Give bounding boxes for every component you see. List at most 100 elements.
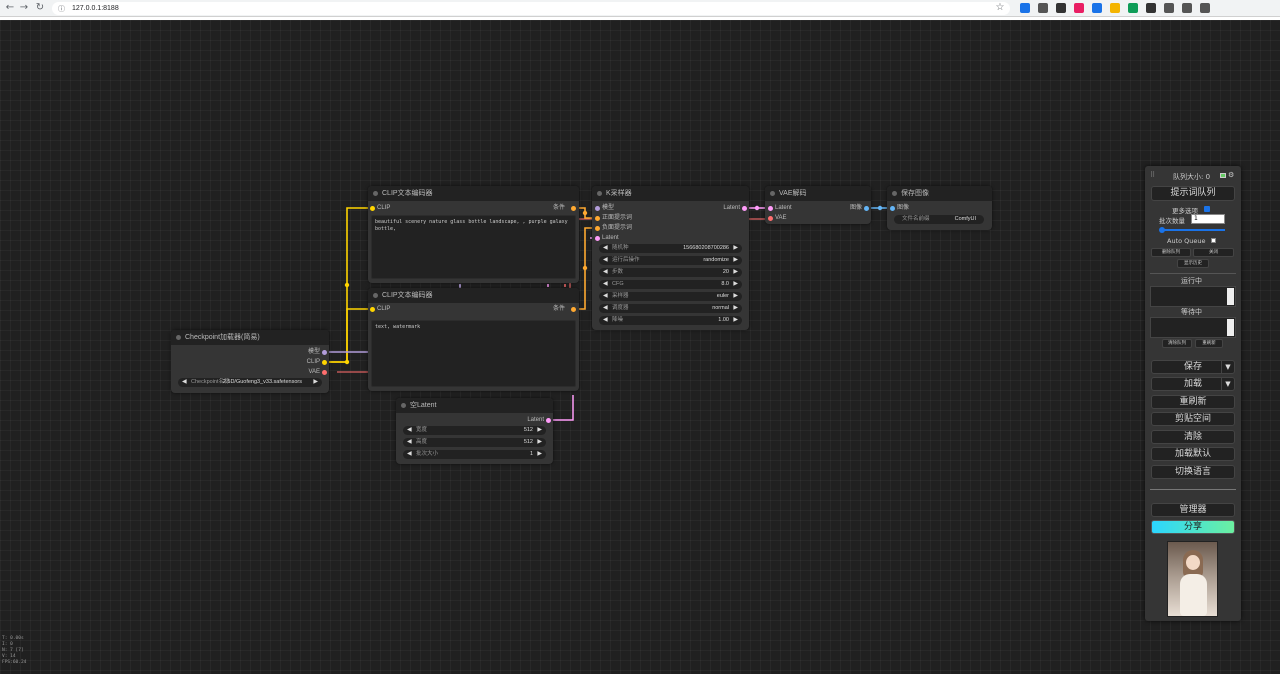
- address-bar[interactable]: 127.0.0.1:8188: [52, 2, 1010, 15]
- clipspace-button[interactable]: 剪贴空间: [1151, 412, 1235, 426]
- back-icon[interactable]: ←: [5, 2, 15, 13]
- chevron-down-icon[interactable]: ▼: [1221, 378, 1234, 390]
- decrement-arrow-icon[interactable]: ◀: [603, 257, 608, 263]
- clear-button[interactable]: 清除: [1151, 430, 1235, 444]
- save-button[interactable]: 保存▼: [1151, 360, 1235, 374]
- increment-arrow-icon[interactable]: ▶: [733, 317, 738, 323]
- reload-icon[interactable]: ↻: [35, 2, 45, 13]
- node-title[interactable]: 保存图像: [887, 186, 992, 201]
- decrement-arrow-icon[interactable]: ◀: [603, 269, 608, 275]
- decrement-arrow-icon[interactable]: ◀: [407, 439, 412, 445]
- close-button[interactable]: 关闭: [1193, 248, 1234, 257]
- scrollbar[interactable]: [1227, 288, 1234, 305]
- increment-arrow-icon[interactable]: ▶: [733, 281, 738, 287]
- share-button[interactable]: 分享: [1151, 520, 1235, 534]
- batch-count-input[interactable]: 1: [1191, 214, 1225, 224]
- decrement-arrow-icon[interactable]: ◀: [407, 427, 412, 433]
- increment-arrow-icon[interactable]: ▶: [313, 379, 318, 385]
- manager-button[interactable]: 管理器: [1151, 503, 1235, 517]
- extension-icon[interactable]: [1038, 3, 1048, 13]
- filename-prefix-input[interactable]: 文件名前缀 ComfyUI: [894, 215, 984, 224]
- delete-queue-button[interactable]: 删除队列: [1151, 248, 1191, 257]
- queue-prompt-button[interactable]: 提示词队列: [1151, 186, 1235, 201]
- chevron-down-icon[interactable]: ▼: [1221, 361, 1234, 373]
- node-title[interactable]: VAE解码: [765, 186, 871, 201]
- decrement-arrow-icon[interactable]: ◀: [603, 317, 608, 323]
- extension-icon[interactable]: [1200, 3, 1210, 13]
- checkpoint-name-combo[interactable]: ◀ Checkpoint名称 2.5D/Guofeng3_v33.safeten…: [178, 378, 322, 387]
- input-slot-clip[interactable]: [370, 206, 375, 211]
- node-title[interactable]: Checkpoint加载器(简易): [171, 330, 329, 345]
- extension-icon[interactable]: [1164, 3, 1174, 13]
- decrement-arrow-icon[interactable]: ◀: [603, 293, 608, 299]
- load-button[interactable]: 加载▼: [1151, 377, 1235, 391]
- image-icon[interactable]: [1220, 173, 1226, 178]
- decrement-arrow-icon[interactable]: ◀: [407, 451, 412, 457]
- extension-icon[interactable]: [1110, 3, 1120, 13]
- drag-handle-icon[interactable]: ⠿: [1150, 171, 1156, 179]
- load-default-button[interactable]: 加载默认: [1151, 447, 1235, 461]
- input-slot-latent[interactable]: [595, 236, 600, 241]
- increment-arrow-icon[interactable]: ▶: [537, 451, 542, 457]
- extension-icon[interactable]: [1182, 3, 1192, 13]
- preview-image[interactable]: [1167, 541, 1218, 617]
- extension-icon[interactable]: [1146, 3, 1156, 13]
- auto-queue-checkbox[interactable]: [1211, 238, 1216, 243]
- node-vae-decode[interactable]: VAE解码 Latent VAE 图像: [765, 186, 871, 224]
- node-clip-text-encode-positive[interactable]: CLIP文本编码器 CLIP 条件 beautiful scenery natu…: [368, 186, 579, 283]
- scrollbar[interactable]: [1227, 319, 1234, 336]
- node-title[interactable]: CLIP文本编码器: [368, 186, 579, 201]
- prompt-textarea[interactable]: text, watermark: [371, 320, 576, 387]
- increment-arrow-icon[interactable]: ▶: [733, 257, 738, 263]
- switch-language-button[interactable]: 切换语言: [1151, 465, 1235, 479]
- extension-icon[interactable]: [1074, 3, 1084, 13]
- increment-arrow-icon[interactable]: ▶: [537, 427, 542, 433]
- output-slot-vae[interactable]: [322, 370, 327, 375]
- batch-count-slider[interactable]: [1161, 229, 1225, 231]
- input-slot-positive[interactable]: [595, 216, 600, 221]
- input-slot-image[interactable]: [890, 206, 895, 211]
- input-slot-latent[interactable]: [768, 206, 773, 211]
- node-title[interactable]: K采样器: [592, 186, 749, 201]
- extension-icon[interactable]: [1128, 3, 1138, 13]
- input-slot-vae[interactable]: [768, 216, 773, 221]
- extension-icon[interactable]: [1056, 3, 1066, 13]
- decrement-arrow-icon[interactable]: ◀: [603, 245, 608, 251]
- output-slot-clip[interactable]: [322, 360, 327, 365]
- show-history-button[interactable]: 显示历史: [1177, 259, 1209, 268]
- increment-arrow-icon[interactable]: ▶: [733, 305, 738, 311]
- forward-icon[interactable]: →: [19, 2, 29, 13]
- output-slot-image[interactable]: [864, 206, 869, 211]
- output-slot-conditioning[interactable]: [571, 307, 576, 312]
- input-slot-negative[interactable]: [595, 226, 600, 231]
- bookmark-star-icon[interactable]: ☆: [995, 2, 1005, 13]
- extension-icon[interactable]: [1020, 3, 1030, 13]
- input-slot-clip[interactable]: [370, 307, 375, 312]
- settings-gear-icon[interactable]: ⚙: [1228, 171, 1235, 179]
- increment-arrow-icon[interactable]: ▶: [733, 245, 738, 251]
- output-slot-latent[interactable]: [742, 206, 747, 211]
- input-slot-model[interactable]: [595, 206, 600, 211]
- clear-queue-button[interactable]: 清除队列: [1162, 339, 1192, 348]
- slider-handle[interactable]: [1159, 227, 1165, 233]
- output-slot-model[interactable]: [322, 350, 327, 355]
- increment-arrow-icon[interactable]: ▶: [537, 439, 542, 445]
- increment-arrow-icon[interactable]: ▶: [733, 293, 738, 299]
- node-clip-text-encode-negative[interactable]: CLIP文本编码器 CLIP 条件 text, watermark: [368, 288, 579, 391]
- decrement-arrow-icon[interactable]: ◀: [182, 379, 187, 385]
- refresh-button[interactable]: 重刷新: [1151, 395, 1235, 409]
- node-checkpoint-loader[interactable]: Checkpoint加载器(简易) 模型 CLIP VAE ◀ Checkpoi…: [171, 330, 329, 393]
- decrement-arrow-icon[interactable]: ◀: [603, 281, 608, 287]
- node-title[interactable]: CLIP文本编码器: [368, 288, 579, 303]
